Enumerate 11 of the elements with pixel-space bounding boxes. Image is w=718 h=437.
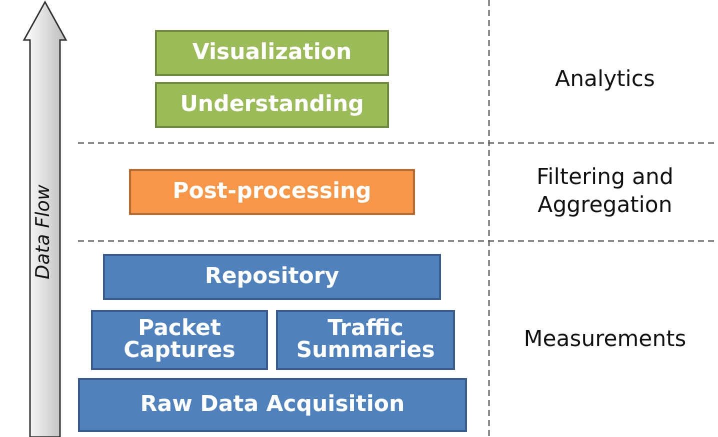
layer-label: Filtering and Aggregation (536, 164, 674, 220)
layer-box: Visualization (155, 30, 389, 76)
layer-box: Repository (103, 254, 441, 300)
layer-box: Understanding (155, 82, 389, 128)
layer-box: Packet Captures (91, 310, 268, 370)
axis-label: Data Flow (31, 184, 55, 282)
layer-box: Traffic Summaries (276, 310, 455, 370)
layer-label: Measurements (522, 326, 688, 354)
layer-box: Post-processing (129, 169, 415, 215)
layer-label: Analytics (554, 66, 656, 94)
layer-box: Raw Data Acquisition (78, 378, 467, 432)
